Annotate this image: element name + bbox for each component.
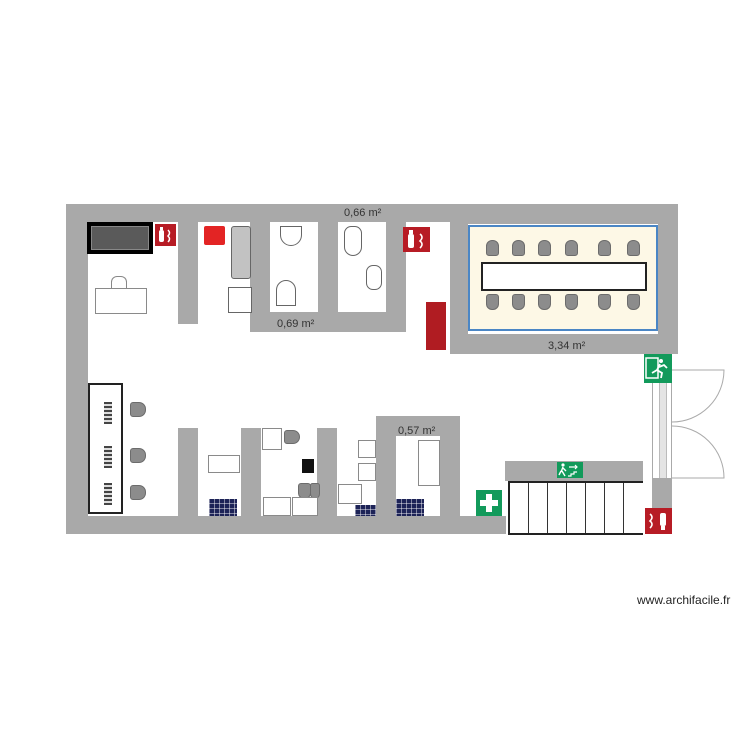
- meeting-chair: [598, 294, 611, 310]
- solar-panel: [209, 499, 237, 516]
- fire-extinguisher-icon: [159, 227, 171, 243]
- emergency-exit-icon: [645, 357, 668, 379]
- exit-door-frame: [652, 383, 672, 478]
- entrance-desk-chair: [111, 276, 127, 288]
- washbasin-wc-right: [366, 265, 382, 290]
- workbench-chair: [130, 448, 146, 463]
- meeting-chair: [565, 240, 578, 256]
- wall-small-top: [376, 416, 460, 436]
- first-aid-cross-icon: [480, 494, 498, 512]
- wall-left: [66, 204, 88, 534]
- area-label-wc-top: 0,66 m²: [344, 207, 382, 219]
- wall-office2-left: [178, 428, 198, 534]
- workstation-3: [104, 483, 112, 505]
- meeting-chair: [512, 294, 525, 310]
- conference-table: [481, 262, 647, 291]
- wall-wc-left: [250, 204, 270, 332]
- printer: [302, 459, 314, 473]
- stairs-exit-sign: [557, 462, 583, 478]
- meeting-chair: [627, 240, 640, 256]
- area-label-meeting: 3,34 m²: [548, 340, 586, 352]
- workstation-2: [104, 446, 112, 468]
- toilet-wc-right: [344, 226, 362, 256]
- meeting-chair: [565, 294, 578, 310]
- urinal-wc-left: [276, 280, 296, 306]
- fire-extinguisher-sign-hall: [403, 227, 430, 252]
- fire-extinguisher-icon: [648, 513, 666, 530]
- office4-desk: [358, 463, 376, 481]
- wall-kitchen-left: [178, 204, 198, 324]
- wall-wc-middle: [318, 204, 338, 332]
- meeting-chair: [538, 240, 551, 256]
- fire-extinguisher-sign-entrance: [155, 224, 176, 246]
- area-label-wc-left: 0,69 m²: [277, 318, 315, 330]
- office3-desk: [262, 428, 282, 450]
- wall-small-left: [376, 416, 396, 534]
- first-aid-sign: [476, 490, 502, 516]
- meeting-chair: [512, 240, 525, 256]
- wall-wc-right: [386, 204, 406, 332]
- fire-extinguisher-sign-exit: [645, 508, 672, 534]
- double-door-swing: [672, 369, 725, 479]
- tv-screen: [87, 222, 153, 254]
- wall-right-upper: [658, 204, 678, 354]
- meeting-chair: [486, 240, 499, 256]
- meeting-chair: [598, 240, 611, 256]
- office3-desk: [263, 497, 291, 516]
- wall-small-right: [440, 416, 460, 534]
- meeting-chair: [538, 294, 551, 310]
- red-box: [204, 226, 225, 245]
- wall-office2-right: [241, 428, 261, 534]
- wall-top-right: [450, 204, 678, 224]
- watermark[interactable]: www.archifacile.fr: [637, 593, 731, 607]
- entrance-desk: [95, 288, 147, 314]
- office4-desk: [338, 484, 362, 504]
- meeting-chair: [486, 294, 499, 310]
- area-label-small-office: 0,57 m²: [398, 425, 436, 437]
- office3-desk: [292, 497, 318, 516]
- office3-chair: [284, 430, 300, 444]
- meeting-chair: [627, 294, 640, 310]
- stairs: [508, 481, 643, 535]
- office2-desk: [208, 455, 240, 473]
- solar-panel: [396, 499, 424, 516]
- fire-extinguisher-icon: [408, 230, 423, 249]
- exit-stairs-icon: [558, 463, 578, 477]
- small-office-desk: [418, 440, 440, 486]
- wall-meeting-bottom: [450, 334, 678, 354]
- kitchen-appliance: [228, 287, 252, 313]
- wall-meeting-left: [450, 204, 468, 354]
- wall-office3-right: [317, 428, 337, 534]
- workbench-chair: [130, 402, 146, 417]
- office4-desk: [358, 440, 376, 458]
- solar-panel: [355, 505, 376, 516]
- emergency-exit-sign: [644, 354, 672, 383]
- kitchen-sink: [231, 226, 251, 279]
- fire-cabinet: [426, 302, 446, 350]
- washbasin-wc-left: [280, 226, 302, 246]
- workbench-chair: [130, 485, 146, 500]
- workstation-1: [104, 402, 112, 424]
- wall-bottom-left: [66, 516, 506, 534]
